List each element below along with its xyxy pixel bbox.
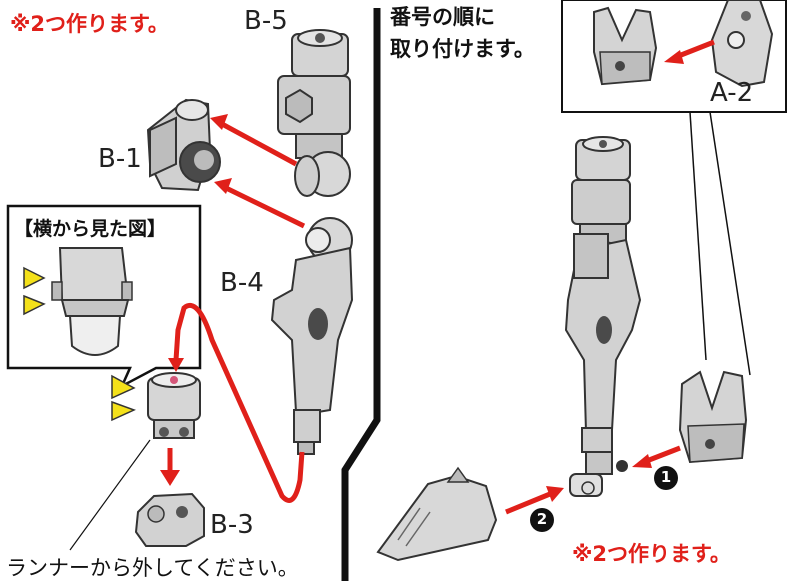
fork-part	[678, 370, 748, 464]
part-b4-shape	[270, 217, 354, 455]
step-2-circle	[530, 508, 554, 532]
note-order-line1: 番号の順に	[390, 5, 495, 29]
runner-caption: ランナーから外してください。	[6, 556, 299, 580]
small-cylinder-part	[147, 372, 201, 439]
arrow-step-2	[546, 486, 564, 502]
part-b5-shape	[277, 29, 351, 197]
arrow-b5-to-b1	[210, 114, 228, 130]
inset-leader-left	[689, 111, 707, 361]
foot-part	[376, 466, 498, 562]
note-make-two-top: ※2つ作ります。	[10, 12, 169, 36]
part-label-a2: A-2	[710, 78, 754, 108]
note-make-two-bottom: ※2つ作ります。	[572, 542, 731, 566]
part-b1-shape	[146, 98, 221, 192]
inset-arrow	[664, 50, 684, 64]
note-order-line2: 取り付けます。	[390, 37, 535, 61]
part-label-b1: B-1	[98, 144, 142, 174]
step-1-circle	[654, 466, 678, 490]
side-view-title: 【横から見た図】	[14, 218, 167, 240]
side-view-part	[51, 247, 133, 356]
highlight-triangle	[111, 374, 136, 400]
inset-fork-part	[593, 6, 658, 86]
step-1-number: 1	[660, 468, 672, 486]
red-guide-path	[173, 303, 305, 503]
runner-leader-line	[69, 439, 151, 551]
inset-leg-part	[710, 0, 774, 88]
part-label-b5: B-5	[244, 6, 288, 36]
arrow-step-1	[632, 454, 652, 468]
highlight-triangle	[111, 400, 136, 422]
part-label-b4: B-4	[220, 268, 264, 298]
arrow-to-b3	[160, 470, 180, 486]
highlight-triangle	[23, 294, 46, 316]
part-label-b3: B-3	[210, 510, 254, 540]
inset-leader-right	[709, 111, 751, 376]
part-b3-shape	[134, 492, 205, 547]
step-2-number: 2	[536, 510, 548, 528]
divider-line	[341, 8, 381, 581]
highlight-triangle	[23, 266, 46, 290]
leg-assembly	[564, 136, 642, 497]
arrow-b4-to-b1	[214, 178, 232, 194]
